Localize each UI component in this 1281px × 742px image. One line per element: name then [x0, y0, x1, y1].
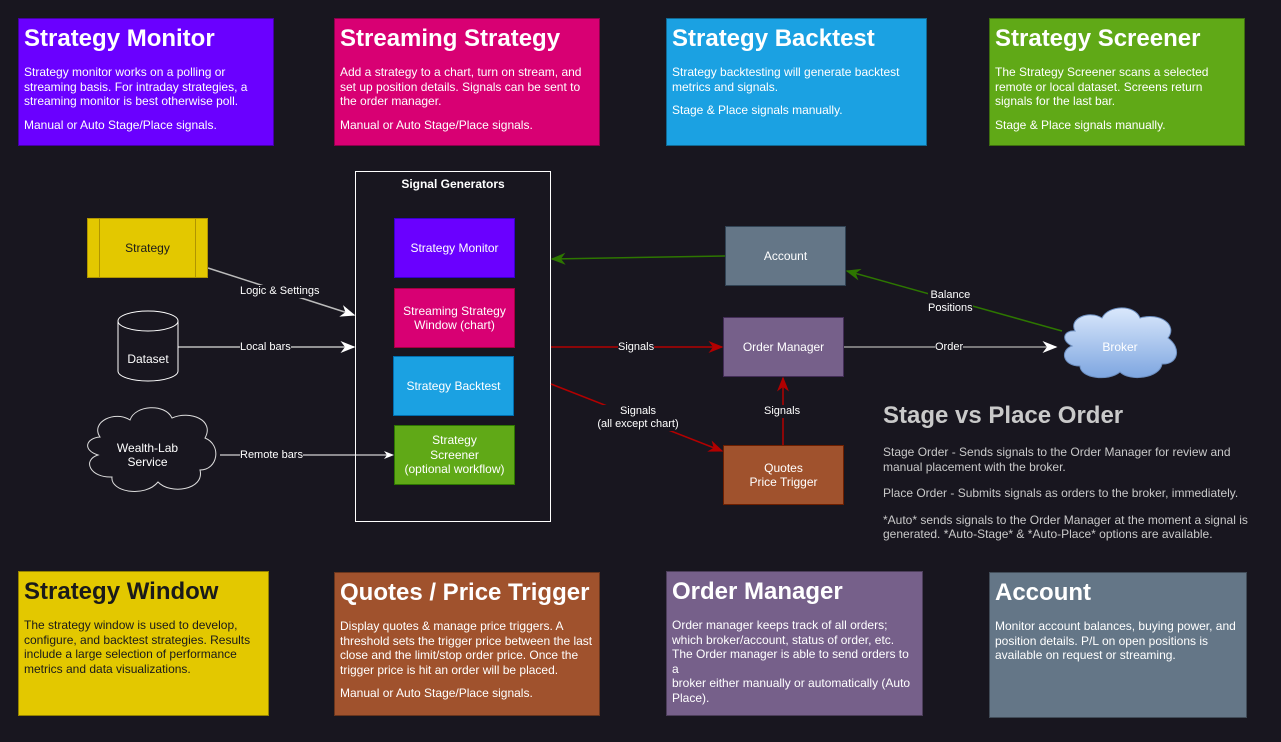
card-strategy-screener: Strategy Screener The Strategy Screener …: [989, 18, 1245, 146]
signal-generators-title: Signal Generators: [401, 177, 505, 191]
card-title: Streaming Strategy: [340, 25, 561, 52]
wealthlab-service-label: Wealth-Lab Service: [116, 440, 179, 470]
edge-label-logic-settings: Logic & Settings: [240, 285, 320, 298]
card-strategy-window: Strategy Window The strategy window is u…: [18, 571, 269, 716]
process-bar-left: [99, 219, 100, 277]
generator-strategy-backtest[interactable]: Strategy Backtest: [393, 356, 514, 416]
legend-stage-order: Stage Order - Sends signals to the Order…: [883, 445, 1231, 474]
card-text: Manual or Auto Stage/Place signals.: [24, 117, 217, 132]
dataset-node[interactable]: Dataset: [118, 338, 178, 380]
broker-cloud: [1064, 307, 1177, 379]
dataset-node-label: Dataset: [127, 351, 169, 366]
account-node[interactable]: Account: [725, 226, 846, 286]
edge-label-signals-up: Signals: [764, 405, 801, 418]
card-strategy-backtest: Strategy Backtest Strategy backtesting w…: [666, 18, 927, 146]
wealthlab-service-node[interactable]: Wealth-Lab Service: [90, 432, 205, 478]
generator-strategy-screener[interactable]: Strategy Screener (optional workflow): [394, 425, 515, 485]
quotes-node-label: Quotes Price Trigger: [749, 460, 818, 490]
edge-label-remote-bars: Remote bars: [240, 449, 303, 462]
card-title: Strategy Screener: [995, 25, 1201, 52]
card-text: Manual or Auto Stage/Place signals.: [340, 686, 533, 700]
dataset-cylinder: [117, 310, 179, 382]
edge-label-order: Order: [935, 341, 964, 354]
card-title: Order Manager: [672, 578, 843, 605]
legend-auto: *Auto* sends signals to the Order Manage…: [883, 512, 1248, 542]
edge-label-signals-all-except-chart: Signals (all except chart): [595, 405, 681, 431]
process-bar-right: [195, 219, 196, 277]
card-text: The strategy window is used to develop, …: [24, 618, 251, 676]
quotes-price-trigger-node[interactable]: Quotes Price Trigger: [723, 445, 844, 505]
card-text: Stage & Place signals manually.: [995, 117, 1166, 132]
generator-strategy-monitor[interactable]: Strategy Monitor: [394, 218, 515, 278]
stage-vs-place-legend: Stage vs Place Order Stage Order - Sends…: [883, 402, 1263, 542]
card-text: Strategy backtesting will generate backt…: [672, 65, 900, 94]
card-quotes-price-trigger: Quotes / Price Trigger Display quotes & …: [334, 572, 600, 716]
card-title: Strategy Monitor: [24, 25, 215, 52]
card-text: Display quotes & manage price triggers. …: [340, 619, 593, 677]
card-order-manager: Order Manager Order manager keeps track …: [666, 571, 923, 716]
generator-label: Strategy Screener (optional workflow): [404, 433, 505, 477]
card-text: Manual or Auto Stage/Place signals.: [340, 117, 533, 132]
card-text: Add a strategy to a chart, turn on strea…: [340, 65, 582, 108]
broker-node[interactable]: Broker: [1075, 332, 1165, 362]
generator-label: Strategy Backtest: [406, 378, 501, 393]
order-manager-node[interactable]: Order Manager: [723, 317, 844, 377]
wealthlab-cloud: [87, 407, 217, 492]
card-streaming-strategy: Streaming Strategy Add a strategy to a c…: [334, 18, 600, 146]
card-account: Account Monitor account balances, buying…: [989, 572, 1247, 718]
generator-label: Strategy Monitor: [410, 240, 499, 255]
card-text: The Strategy Screener scans a selected r…: [995, 65, 1209, 108]
card-title: Strategy Backtest: [672, 25, 875, 52]
edge-account-generators: [550, 252, 726, 265]
broker-node-label: Broker: [1102, 339, 1138, 354]
card-title: Account: [995, 579, 1091, 606]
order-manager-node-label: Order Manager: [742, 339, 825, 354]
account-node-label: Account: [763, 248, 808, 263]
edge-label-local-bars: Local bars: [240, 341, 291, 354]
generator-label: Streaming Strategy Window (chart): [403, 303, 506, 333]
strategy-node[interactable]: Strategy: [87, 218, 208, 278]
card-text: Order manager keeps track of all orders;…: [672, 618, 911, 705]
card-strategy-monitor: Strategy Monitor Strategy monitor works …: [18, 18, 274, 146]
card-text: Monitor account balances, buying power, …: [995, 619, 1236, 662]
legend-place-order: Place Order - Submits signals as orders …: [883, 486, 1239, 500]
card-text: Stage & Place signals manually.: [672, 103, 843, 117]
legend-title: Stage vs Place Order: [883, 402, 1124, 429]
card-title: Strategy Window: [24, 578, 219, 605]
generator-streaming-strategy[interactable]: Streaming Strategy Window (chart): [394, 288, 515, 348]
edge-label-signals: Signals: [618, 341, 655, 354]
card-text: Strategy monitor works on a polling or s…: [24, 65, 248, 108]
card-title: Quotes / Price Trigger: [340, 579, 590, 606]
strategy-node-label: Strategy: [125, 240, 170, 255]
edge-label-balance-positions: Balance Positions: [928, 289, 973, 315]
signal-generators-container: [355, 171, 551, 522]
